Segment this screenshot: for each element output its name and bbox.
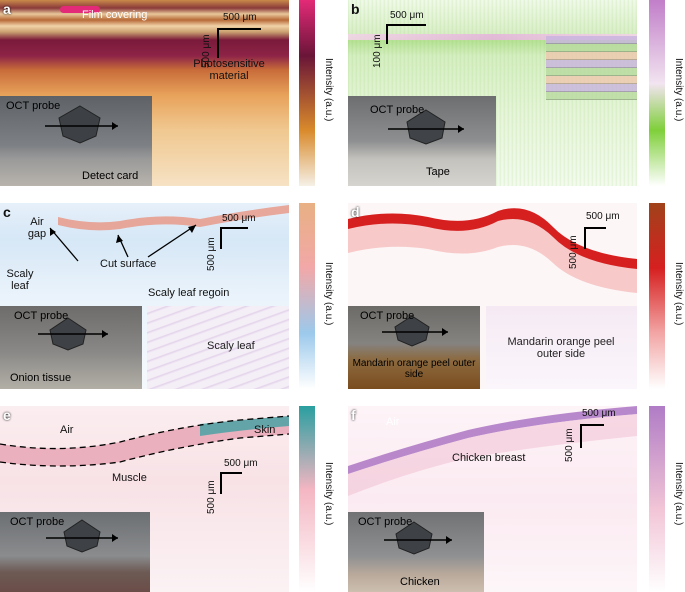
- colorbar-label: Intensity (a.u.): [323, 58, 334, 122]
- probe-label: OCT probe: [370, 104, 425, 116]
- inset-right-label: Scaly leaf: [207, 340, 255, 352]
- onion-tissue-photo: OCT probe Onion tissue: [0, 306, 142, 389]
- panel-c-image: c Air gap Cut surface Scaly leaf Scaly l…: [0, 203, 289, 389]
- scale-bar: 500 μm 100 μm: [372, 10, 458, 70]
- probe-label: OCT probe: [358, 516, 413, 528]
- inset-label: Chicken: [400, 576, 440, 588]
- scale-bar: 500 μm 500 μm: [201, 12, 289, 68]
- air-label: Air: [386, 416, 400, 428]
- panel-letter: a: [3, 1, 11, 17]
- probe-drawing: [45, 105, 118, 144]
- cut-surface-drawing: [49, 205, 289, 262]
- inset-label: Tape: [426, 166, 450, 178]
- colorbar-b: [649, 0, 665, 186]
- peel-section-photo: Mandarin orange peel outer side: [486, 306, 637, 389]
- colorbar-d: [649, 203, 665, 389]
- panel-letter: d: [351, 204, 360, 220]
- panel-letter: f: [351, 407, 356, 423]
- panel-b-image: b 500 μm 100 μm OCT probe Tape: [348, 0, 637, 186]
- scale-h-label: 500 μm: [224, 458, 258, 469]
- inset-right-label: Mandarin orange peel outer side: [507, 336, 615, 360]
- scale-h-label: 500 μm: [390, 10, 424, 21]
- panel-letter: c: [3, 204, 11, 220]
- film-highlight: [60, 6, 100, 13]
- probe-label: OCT probe: [360, 310, 415, 322]
- scale-bar: 500 μm 500 μm: [206, 458, 286, 518]
- tape-layers: [546, 36, 637, 100]
- colorbar-e: [299, 406, 315, 592]
- colorbar-f: [649, 406, 665, 592]
- air-gap-label: Air gap: [27, 216, 47, 240]
- probe-drawing: [388, 109, 464, 145]
- probe-drawing: [384, 521, 452, 555]
- inset-label: Detect card: [82, 170, 139, 182]
- air-label: Air: [60, 424, 74, 436]
- skin-label: Skin: [254, 424, 276, 436]
- scale-h-label: 500 μm: [582, 408, 616, 419]
- colorbar-label: Intensity (a.u.): [323, 462, 334, 526]
- inset-left-label: Mandarin orange peel outer side: [352, 358, 476, 380]
- scale-v-label: 500 μm: [206, 237, 217, 271]
- scale-bar: 500 μm 500 μm: [568, 211, 636, 271]
- colorbar-c: [299, 203, 315, 389]
- chicken-surface-drawing: [348, 406, 637, 496]
- skin-layer-drawing: [0, 415, 289, 467]
- probe-drawing: [382, 315, 448, 347]
- photosensitive-label: Photosensitive material: [193, 58, 265, 82]
- mandarin-peel-photo: OCT probe Mandarin orange peel outer sid…: [348, 306, 480, 389]
- panel-a-image: a Film covering Photosensitive material …: [0, 0, 289, 186]
- probe-drawing: [38, 317, 108, 351]
- scale-v-label: 500 μm: [201, 34, 212, 68]
- colorbar-label: Intensity (a.u.): [673, 58, 684, 122]
- cut-surface-label: Cut surface: [100, 258, 157, 270]
- scaly-leaf-photo: Scaly leaf: [147, 306, 289, 389]
- colorbar-label: Intensity (a.u.): [673, 262, 684, 326]
- probe-label: OCT probe: [10, 516, 65, 528]
- panel-d-image: d 500 μm 500 μm OCT probe Mandarin orang…: [348, 203, 637, 389]
- probe-label: OCT probe: [14, 310, 69, 322]
- colorbar-label: Intensity (a.u.): [323, 262, 334, 326]
- panel-e-image: e Air Skin Muscle 500 μm 500 μm OCT prob…: [0, 406, 289, 592]
- inset-left-label: Onion tissue: [10, 372, 72, 384]
- scale-h-label: 500 μm: [586, 211, 620, 222]
- scale-bar: 500 μm 500 μm: [564, 408, 636, 468]
- region-label: Scaly leaf regoin: [148, 287, 230, 299]
- scale-h-label: 500 μm: [223, 12, 257, 23]
- muscle-photo: OCT probe: [0, 512, 150, 592]
- probe-label: OCT probe: [6, 100, 61, 112]
- tape-photo: OCT probe Tape: [348, 96, 496, 186]
- panel-letter: e: [3, 407, 11, 423]
- chicken-photo: OCT probe Chicken: [348, 512, 484, 592]
- tissue-label: Chicken breast: [452, 452, 526, 464]
- probe-drawing: [46, 519, 118, 553]
- detect-card-photo: OCT probe Detect card: [0, 96, 152, 186]
- peel-surface-drawing: [348, 208, 637, 293]
- scale-v-label: 100 μm: [372, 34, 383, 68]
- scale-v-label: 500 μm: [206, 480, 217, 514]
- scaly-leaf-left-label: Scaly leaf: [6, 268, 34, 292]
- panel-f-image: f Air Chicken breast 500 μm 500 μm OCT p…: [348, 406, 637, 592]
- film-covering-label: Film covering: [82, 9, 148, 21]
- scale-v-label: 500 μm: [568, 235, 579, 269]
- scale-bar: 500 μm 500 μm: [206, 213, 288, 273]
- colorbar-label: Intensity (a.u.): [673, 462, 684, 526]
- colorbar-a: [299, 0, 315, 186]
- panel-letter: b: [351, 1, 360, 17]
- scale-v-label: 500 μm: [564, 428, 575, 462]
- muscle-label: Muscle: [112, 472, 147, 484]
- scale-h-label: 500 μm: [222, 213, 256, 224]
